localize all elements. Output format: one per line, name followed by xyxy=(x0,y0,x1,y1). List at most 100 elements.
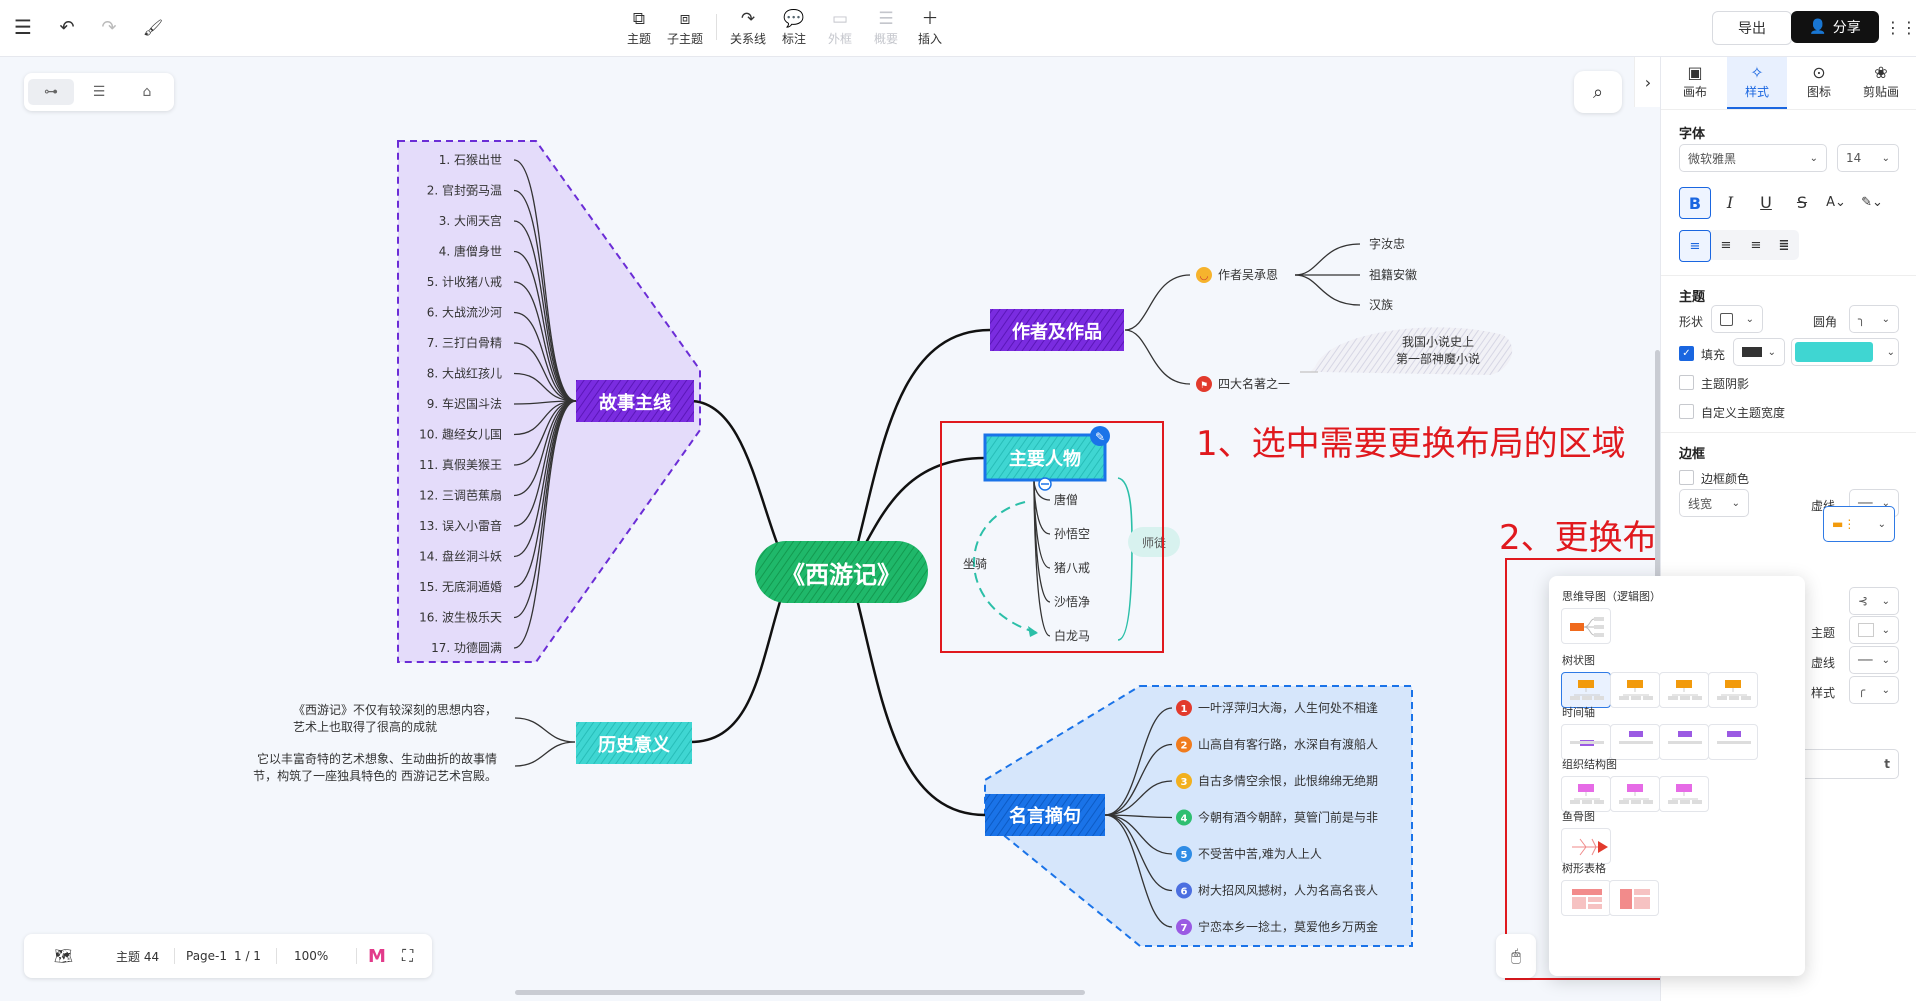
story-item[interactable]: 6. 大战流沙河 xyxy=(427,306,502,320)
story-item[interactable]: 11. 真假美猴王 xyxy=(419,458,502,472)
page-label[interactable]: Page-1 xyxy=(186,949,228,963)
font-color-button[interactable]: A⌄ xyxy=(1826,194,1846,210)
story-item[interactable]: 16. 波生极乐天 xyxy=(419,611,502,625)
layout-thumb-org-1[interactable] xyxy=(1561,776,1611,812)
character-item[interactable]: 唐僧 xyxy=(1054,492,1078,507)
story-item[interactable]: 9. 车迟国斗法 xyxy=(427,396,502,411)
tool-subtopic[interactable]: ⧈子主题 xyxy=(658,8,712,47)
author-detail-2[interactable]: 汉族 xyxy=(1369,298,1393,312)
outline-view-button[interactable]: ☰ xyxy=(76,79,122,105)
quote-item[interactable]: 不受苦中苦,难为人上人 xyxy=(1198,846,1322,861)
format-painter-icon[interactable]: 🖌 xyxy=(142,17,164,37)
align-left-button[interactable]: ≡ xyxy=(1679,230,1711,262)
align-center-button[interactable]: ≡ xyxy=(1720,237,1732,253)
topic-line-select[interactable]: ⌄ xyxy=(1849,616,1899,644)
character-item[interactable]: 孙悟空 xyxy=(1054,526,1090,541)
strikethrough-button[interactable]: S xyxy=(1796,192,1808,212)
mindmap-view-button[interactable]: ⊶ xyxy=(28,79,74,105)
layout-thumb-org-2[interactable] xyxy=(1610,776,1660,812)
custom-width-checkbox[interactable] xyxy=(1679,404,1694,419)
layout-select[interactable]: ▬⋮⌄ xyxy=(1823,506,1895,542)
mouse-mode-button[interactable]: 🖱 xyxy=(1496,934,1536,978)
tab-marker[interactable]: ⊙图标 xyxy=(1789,57,1849,107)
layout-thumb-treetable-1[interactable] xyxy=(1561,880,1611,916)
underline-button[interactable]: U xyxy=(1760,192,1772,212)
horizontal-scrollbar[interactable] xyxy=(515,990,1085,995)
tab-canvas[interactable]: ▣画布 xyxy=(1665,57,1725,107)
vertical-scrollbar[interactable] xyxy=(1655,350,1660,580)
story-item[interactable]: 1. 石猴出世 xyxy=(439,153,502,167)
zoom-level[interactable]: 100% xyxy=(294,949,329,963)
dash-select-2[interactable]: ──⌄ xyxy=(1849,646,1899,674)
author-detail-1[interactable]: 祖籍安徽 xyxy=(1369,267,1417,282)
layout-thumb-treetable-2[interactable] xyxy=(1609,880,1659,916)
fill-pattern-select[interactable]: ⌄ xyxy=(1733,338,1785,366)
tool-relation-line[interactable]: ↷关系线 xyxy=(721,8,775,47)
story-item[interactable]: 7. 三打白骨精 xyxy=(427,335,502,350)
layout-thumb-tree-3[interactable] xyxy=(1659,672,1709,708)
relation-line[interactable] xyxy=(973,501,1039,634)
quotes-boundary[interactable] xyxy=(984,685,1413,947)
quote-item[interactable]: 今朝有酒今朝醉，莫管门前是与非 xyxy=(1198,810,1378,825)
tab-clipart[interactable]: ❀剪贴画 xyxy=(1851,57,1911,107)
story-item[interactable]: 4. 唐僧身世 xyxy=(439,244,502,259)
quote-item[interactable]: 宁恋本乡一捻土，莫爱他乡万两金 xyxy=(1198,919,1378,934)
story-item[interactable]: 13. 误入小雷音 xyxy=(419,518,502,533)
story-item[interactable]: 3. 大闹天宫 xyxy=(439,213,502,228)
character-item[interactable]: 猪八戒 xyxy=(1054,561,1090,575)
layout-thumb-timeline-1[interactable] xyxy=(1561,724,1611,760)
history-topic[interactable] xyxy=(576,722,692,764)
story-item[interactable]: 12. 三调芭蕉扇 xyxy=(419,488,502,503)
fullscreen-icon[interactable]: ⛶ xyxy=(402,946,414,965)
author-node-label[interactable]: 作者吴承恩 xyxy=(1218,268,1278,282)
layout-thumb-timeline-3[interactable] xyxy=(1659,724,1709,760)
redo-icon[interactable]: ↷ xyxy=(101,16,117,38)
layout-thumb-fishbone[interactable] xyxy=(1561,828,1611,864)
history-item-1-line-1[interactable]: 节，构筑了一座独具特色的 西游记艺术宫殿。 xyxy=(253,768,497,783)
search-button[interactable]: ⌕ xyxy=(1574,71,1622,113)
border-width-select[interactable]: 线宽⌄ xyxy=(1679,489,1749,517)
layout-thumb-logic[interactable] xyxy=(1561,608,1611,644)
highlight-button[interactable]: ✎⌄ xyxy=(1861,194,1883,210)
story-item[interactable]: 10. 趣经女儿国 xyxy=(419,427,502,442)
story-item[interactable]: 5. 计收猪八戒 xyxy=(427,275,502,289)
italic-button[interactable]: I xyxy=(1726,192,1734,212)
presentation-view-button[interactable]: ⌂ xyxy=(124,79,170,105)
tool-boundary[interactable]: ▭外框 xyxy=(813,8,867,47)
character-item[interactable]: 沙悟净 xyxy=(1054,594,1090,609)
tool-comment[interactable]: 💬标注 xyxy=(767,8,821,47)
fill-checkbox[interactable]: ✓ xyxy=(1679,346,1694,361)
layout-thumb-tree-1[interactable] xyxy=(1561,672,1611,708)
font-size-select[interactable]: 14⌄ xyxy=(1837,144,1899,172)
story-item[interactable]: 2. 官封弼马温 xyxy=(427,183,502,198)
character-item[interactable]: 白龙马 xyxy=(1054,628,1090,643)
share-button[interactable]: 👤分享 xyxy=(1791,11,1879,43)
shape-select[interactable]: ⌄ xyxy=(1711,305,1763,333)
export-button[interactable]: 导出 xyxy=(1712,11,1792,45)
layout-thumb-timeline-2[interactable] xyxy=(1610,724,1660,760)
story-item[interactable]: 17. 功德圆满 xyxy=(431,640,502,655)
align-right-button[interactable]: ≡ xyxy=(1750,237,1762,253)
edit-badge[interactable] xyxy=(1090,426,1110,446)
fill-color-select[interactable]: ⌄ xyxy=(1791,338,1899,366)
quote-item[interactable]: 自古多情空余恨，此恨绵绵无绝期 xyxy=(1198,773,1378,788)
quote-item[interactable]: 山高自有客行路，水深自有渡船人 xyxy=(1198,737,1378,752)
collapse-panel-button[interactable]: › xyxy=(1634,57,1661,107)
branch-line-select[interactable]: ⊰⌄ xyxy=(1849,587,1899,615)
author-detail-0[interactable]: 字汝忠 xyxy=(1369,236,1405,251)
story-item[interactable]: 8. 大战红孩儿 xyxy=(427,366,502,381)
layout-thumb-org-3[interactable] xyxy=(1659,776,1709,812)
line-style-select[interactable]: ╭⌄ xyxy=(1849,676,1899,704)
story-topic[interactable] xyxy=(576,380,694,422)
shadow-checkbox[interactable] xyxy=(1679,375,1694,390)
summary-topic[interactable] xyxy=(1128,527,1180,557)
story-item[interactable]: 15. 无底洞遁婚 xyxy=(419,579,502,594)
layout-thumb-tree-4[interactable] xyxy=(1708,672,1758,708)
corner-select[interactable]: ╮⌄ xyxy=(1849,305,1899,333)
characters-topic[interactable] xyxy=(983,433,1107,482)
apps-grid-icon[interactable]: ⋮⋮ xyxy=(1885,17,1916,37)
border-color-checkbox[interactable] xyxy=(1679,470,1694,485)
menu-icon[interactable]: ☰ xyxy=(14,15,32,39)
quotes-topic[interactable] xyxy=(985,794,1105,836)
quote-item[interactable]: 树大招风风撼树，人为名高名丧人 xyxy=(1198,883,1378,898)
